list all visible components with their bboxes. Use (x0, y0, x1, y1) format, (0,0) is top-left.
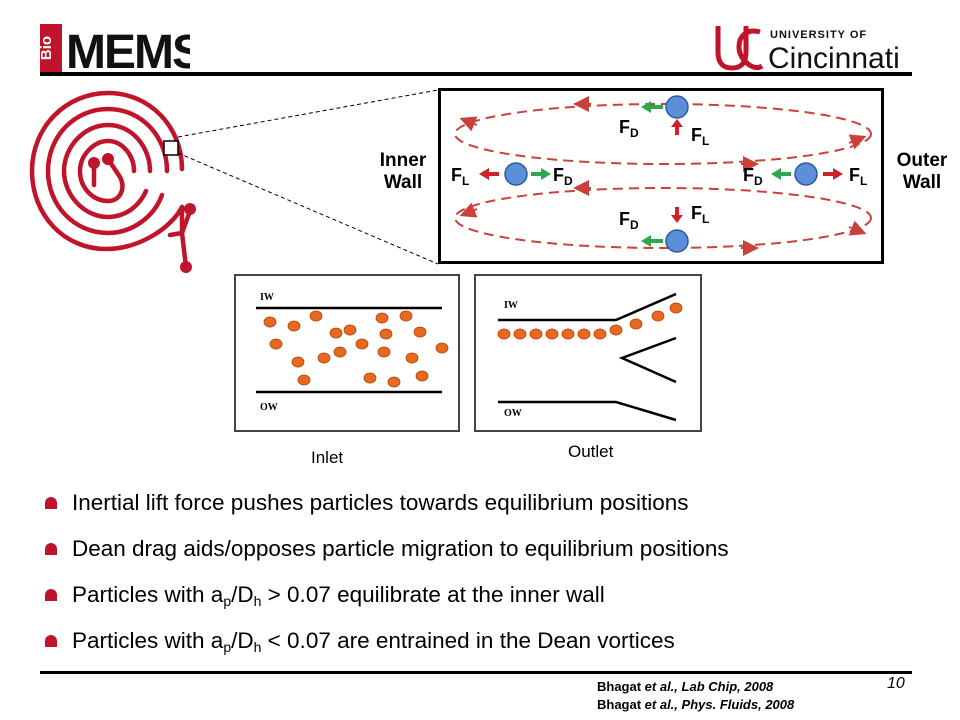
svg-text:FL: FL (849, 165, 867, 188)
dean-vortex-top (454, 103, 872, 165)
bullet-text: Particles with ap/Dh > 0.07 equilibrate … (72, 581, 605, 609)
bullet-text: Dean drag aids/opposes particle migratio… (72, 536, 729, 561)
references: Bhagat et al., Lab Chip, 2008 Bhagat et … (597, 678, 794, 714)
particle-top (665, 95, 689, 119)
svg-text:FD: FD (553, 165, 573, 188)
outlet-iw-label: IW (504, 300, 518, 311)
inlet-panel: IW OW (234, 274, 460, 432)
biomems-logo: Bio MEMS (40, 24, 190, 74)
footer-rule (40, 671, 912, 674)
bullet-icon (44, 496, 58, 510)
uc-emblem-icon (715, 26, 764, 71)
bullet-text: Inertial lift force pushes particles tow… (72, 490, 689, 515)
logo-mems-text: MEMS (66, 26, 190, 74)
particle-outer (794, 162, 818, 186)
drag-arrow-inner (531, 168, 551, 180)
outlet-particles (497, 302, 683, 340)
particle-bottom (665, 229, 689, 253)
svg-text:FL: FL (691, 125, 709, 148)
page-number: 10 (887, 675, 905, 692)
outer-wall-label: Outer Wall (896, 150, 948, 193)
inlet-caption: Inlet (311, 448, 344, 467)
bullet-text: Particles with ap/Dh < 0.07 are entraine… (72, 627, 675, 655)
spiral-channel-icon (29, 90, 196, 273)
zoom-guide-lines (177, 89, 439, 265)
drag-arrow-top (641, 101, 663, 113)
outlet-caption: Outlet (568, 442, 614, 461)
lift-arrow-bottom (671, 207, 683, 223)
svg-text:FL: FL (691, 203, 709, 226)
lift-arrow-inner (479, 168, 499, 180)
bullet-list: Inertial lift force pushes particles tow… (44, 480, 944, 664)
bullet-item: Particles with ap/Dh > 0.07 equilibrate … (44, 572, 944, 618)
inlet-ow-label: OW (260, 402, 278, 413)
university-logo: UNIVERSITY OF Cincinnati (715, 26, 900, 75)
svg-text:FL: FL (451, 165, 469, 188)
bullet-icon (44, 542, 58, 556)
inner-wall-label: Inner Wall (379, 150, 427, 193)
bullet-item: Particles with ap/Dh < 0.07 are entraine… (44, 618, 944, 664)
svg-text:FD: FD (743, 165, 763, 188)
outlet-panel: IW OW (474, 274, 702, 432)
bullet-item: Inertial lift force pushes particles tow… (44, 480, 944, 526)
svg-text:FD: FD (619, 117, 639, 140)
university-top-text: UNIVERSITY OF (770, 29, 867, 41)
drag-arrow-bottom (641, 235, 663, 247)
reference-1: Bhagat et al., Lab Chip, 2008 (597, 679, 774, 694)
lift-arrow-top (671, 119, 683, 135)
university-name-text: Cincinnati (768, 42, 900, 75)
dean-vortex-bottom (454, 187, 872, 249)
logo-bio-text: Bio (40, 36, 55, 60)
header-rule (40, 72, 912, 76)
inlet-iw-label: IW (260, 292, 274, 303)
particle-inner (504, 162, 528, 186)
drag-arrow-outer (771, 168, 791, 180)
force-diagram: FD FL FL FD FD FL FD FL (451, 95, 872, 256)
bullet-icon (44, 634, 58, 648)
bullet-icon (44, 588, 58, 602)
channel-cross-section: FD FL FL FD FD FL FD FL (438, 88, 884, 264)
reference-2: Bhagat et al., Phys. Fluids, 2008 (597, 697, 795, 712)
svg-text:FD: FD (619, 209, 639, 232)
bullet-item: Dean drag aids/opposes particle migratio… (44, 526, 944, 572)
outlet-ow-label: OW (504, 408, 522, 419)
inlet-particles (263, 310, 449, 388)
lift-arrow-outer (823, 168, 843, 180)
